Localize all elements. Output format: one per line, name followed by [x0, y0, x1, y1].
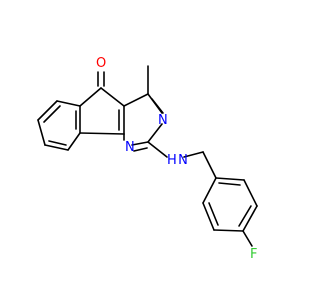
atom-nitrogen-3: N	[158, 113, 168, 128]
bond-nh-ch2	[183, 151, 204, 158]
bond-ar-4	[242, 205, 258, 232]
bond-c2-nh	[147, 141, 168, 158]
bond-ar-1	[202, 177, 217, 204]
bonds	[37, 65, 258, 247]
bond-benz-2	[37, 100, 58, 121]
bond-ar-d1	[208, 202, 219, 226]
bond-c4a-c4	[123, 93, 149, 107]
bond-benz-3	[37, 119, 46, 146]
atom-oxygen: O	[96, 56, 106, 71]
bond-ar-d2	[238, 205, 252, 227]
bond-benz-5	[67, 132, 81, 151]
bond-benz-4	[44, 144, 69, 151]
bond-benz-d2	[48, 140, 67, 146]
bond-c9a-c9b	[79, 132, 125, 135]
bond-ch2-ar	[202, 151, 217, 179]
bond-ar-2	[202, 202, 215, 231]
bond-ar-d3	[218, 182, 241, 186]
bond-benz-d1	[43, 105, 61, 123]
bond-c5-c5a	[79, 87, 102, 107]
molecule-structure: O N N H N F	[37, 56, 258, 262]
bond-n3-c2	[147, 123, 163, 143]
bond-ar-5	[243, 179, 258, 207]
bond-c-f	[242, 230, 253, 247]
atom-amine-nh: H N	[167, 153, 188, 168]
atom-nitrogen-1: N	[125, 140, 135, 155]
atom-fluorine: F	[250, 247, 257, 262]
bond-benz-1	[56, 100, 81, 107]
atom-labels: O N N H N F	[96, 56, 257, 262]
bond-c4-n3-double	[151, 98, 164, 114]
bond-ar-6	[215, 177, 245, 181]
bond-c2-n1-double	[133, 147, 148, 152]
bond-c5-c4a	[100, 87, 125, 107]
bond-c2-n1	[131, 141, 149, 146]
bond-ar-3	[213, 229, 244, 232]
